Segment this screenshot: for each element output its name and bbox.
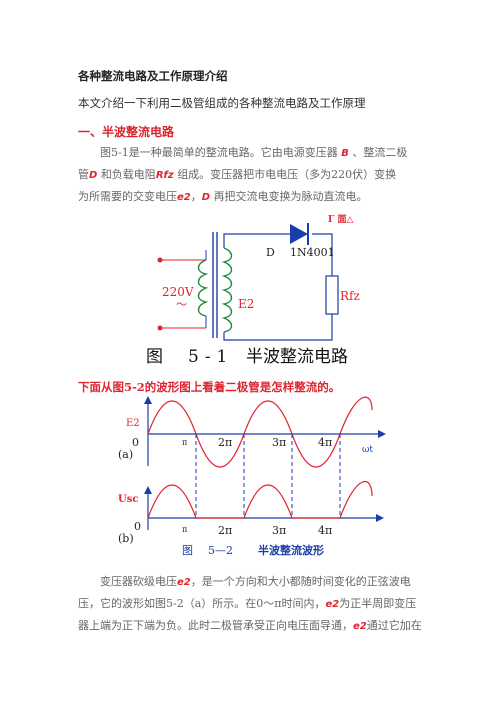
- primary-coil: [197, 259, 209, 317]
- bottom-wire: [223, 314, 333, 341]
- tick-2pi-a: 2π: [218, 436, 232, 449]
- label-zero-a: 0: [132, 436, 139, 449]
- resistor-label: Rfz: [340, 289, 360, 303]
- tick-3pi-a: 3π: [272, 436, 286, 449]
- figure-5-1-caption-num: 5-1: [188, 347, 233, 367]
- doc-title: 各种整流电路及工作原理介绍: [78, 69, 228, 83]
- load-resistor: [325, 275, 339, 315]
- tick-2pi-b: 2π: [218, 524, 232, 537]
- diode-symbol: [290, 224, 308, 244]
- section-heading-halfwave: 一、半波整流电路: [78, 125, 175, 139]
- label-b: (b): [118, 532, 134, 545]
- label-zero-b: 0: [134, 520, 141, 533]
- figure-5-2-caption-num: 5—2: [208, 544, 233, 557]
- label-usc: Usc: [118, 494, 138, 505]
- para2-line2: 压，它的波形如图5-2（a）所示。在0～π时间内，e2为正半周即变压: [78, 597, 417, 610]
- para2-line1: 变压器砍级电压e2，是一个方向和大小都随时间变化的正弦波电: [100, 575, 411, 588]
- label-a: (a): [118, 448, 133, 461]
- tick-4pi-a: 4π: [318, 436, 332, 449]
- paragraph-circuit-intro: 图5-1是一种最简单的整流电路。它由电源变压器 B 、整流二极 管D 和负载电阻…: [78, 142, 438, 208]
- figure-5-1-caption-text: 半波整流电路: [246, 347, 348, 367]
- figure-5-2-caption-text: 半波整流波形: [258, 543, 324, 557]
- circuit-top-label: Γ 面△: [328, 214, 354, 225]
- para1-line2: 管D 和负载电阻Rfz 组成。变压器把市电电压（多为220伏）变换: [78, 168, 397, 181]
- para1-line1: 图5-1是一种最简单的整流电路。它由电源变压器 B 、整流二极: [100, 146, 408, 159]
- figure-5-1-caption-fig: 图: [146, 347, 163, 367]
- source-voltage-label: 220V: [162, 285, 194, 299]
- sine-wave-e2: [147, 396, 373, 468]
- waveform-intro-line: 下面从图5-2的波形图上看着二极管是怎样整流的。: [78, 380, 341, 394]
- tick-4pi-b: 4π: [318, 524, 332, 537]
- para2-line3: 器上端为正下端为负。此时二极管承受正向电压面导通，e2通过它加在: [78, 619, 422, 632]
- paragraph-waveform-explanation: 变压器砍级电压e2，是一个方向和大小都随时间变化的正弦波电 压，它的波形如图5-…: [78, 571, 438, 637]
- secondary-coil: [221, 247, 233, 333]
- doc-intro: 本文介绍一下利用二极管组成的各种整流电路及工作原理: [78, 96, 366, 110]
- diode-label: D: [266, 246, 275, 259]
- figure-5-2-caption-fig: 图: [182, 544, 193, 557]
- circuit-diagram-5-1: Γ 面△ D 1N4001 220V ～ E2 Rfz 图 5-1 半波整流电路: [146, 214, 360, 367]
- rectified-wave-usc: [147, 480, 373, 519]
- label-e2: E2: [126, 418, 140, 429]
- top-wire: [223, 233, 290, 248]
- secondary-voltage-label: E2: [238, 297, 254, 311]
- source-tilde: ～: [176, 298, 187, 311]
- diode-part-number: 1N4001: [290, 246, 335, 259]
- label-omega-t: ωt: [362, 445, 373, 455]
- para1-line3: 为所需要的交变电压e2，D 再把交流电变换为脉动直流电。: [78, 190, 368, 203]
- tick-pi-b: π: [182, 525, 187, 534]
- waveform-diagram-5-2: E2 0 (a) π 2π 3π 4π ωt Usc 0 (b) π 2π 3π…: [118, 396, 386, 557]
- tick-pi-a: π: [182, 438, 187, 447]
- tick-3pi-b: 3π: [272, 524, 286, 537]
